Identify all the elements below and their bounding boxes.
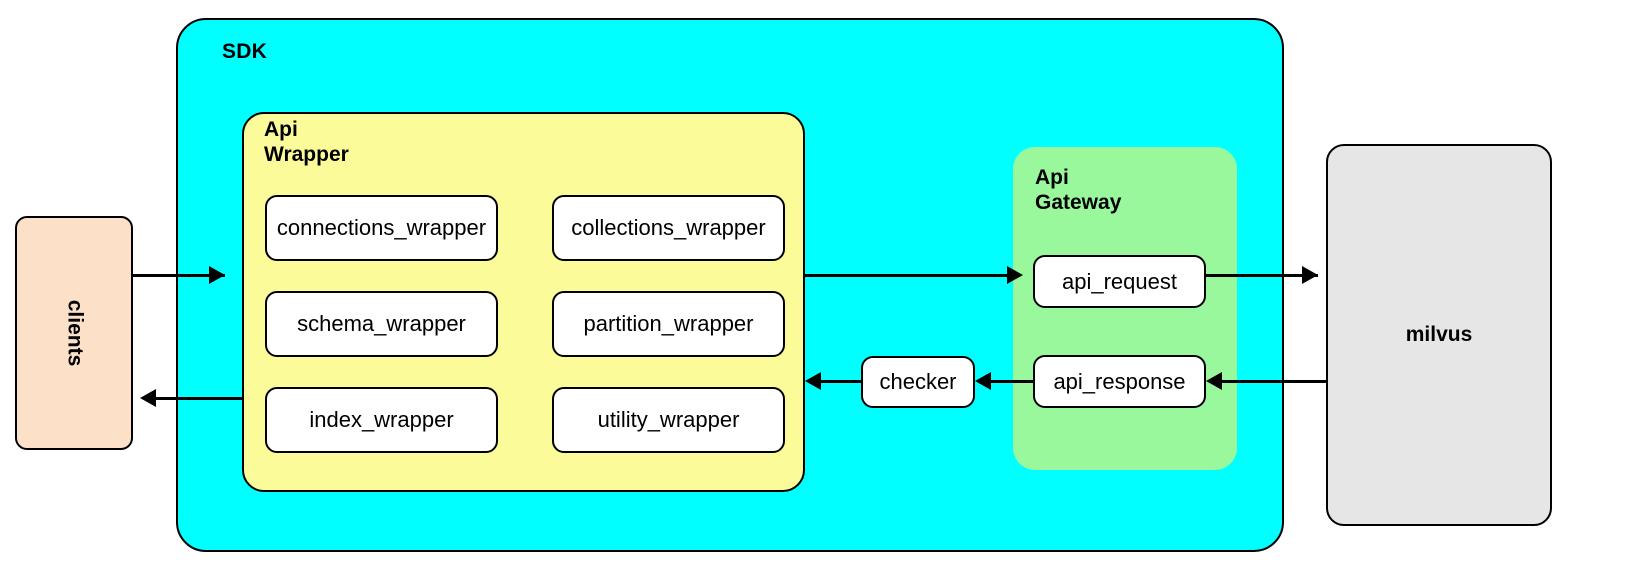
milvus-label: milvus: [1405, 323, 1473, 346]
clients-label: clients: [63, 299, 86, 367]
module-label: utility_wrapper: [597, 407, 740, 432]
checker-node[interactable]: checker: [861, 356, 975, 408]
module-api-request[interactable]: api_request: [1033, 255, 1206, 308]
clients-node[interactable]: clients: [15, 216, 133, 450]
edge-api-wrapper-to-api-request: [805, 274, 1017, 277]
module-label: partition_wrapper: [583, 311, 754, 336]
module-schema-wrapper[interactable]: schema_wrapper: [265, 291, 498, 357]
module-label: connections_wrapper: [276, 215, 487, 240]
arrowhead-left-icon: [1206, 372, 1222, 390]
edge-milvus-to-api-response: [1218, 380, 1326, 383]
edge-clients-to-api-wrapper: [133, 274, 225, 277]
module-partition-wrapper[interactable]: partition_wrapper: [552, 291, 785, 357]
edge-api-response-to-checker: [990, 380, 1034, 383]
arrowhead-right-icon: [209, 266, 225, 284]
module-label: api_response: [1053, 368, 1186, 394]
edge-api-wrapper-to-clients: [155, 397, 243, 400]
checker-label: checker: [879, 369, 957, 394]
module-label: collections_wrapper: [571, 215, 766, 240]
sdk-label: SDK: [222, 40, 267, 63]
arrowhead-left-icon: [975, 372, 991, 390]
api-gateway-container[interactable]: [1013, 147, 1237, 470]
arrowhead-left-icon: [805, 372, 821, 390]
edge-checker-to-api-wrapper: [820, 380, 862, 383]
module-utility-wrapper[interactable]: utility_wrapper: [552, 387, 785, 453]
module-label: schema_wrapper: [297, 311, 466, 336]
module-connections-wrapper[interactable]: connections_wrapper: [265, 195, 498, 261]
module-index-wrapper[interactable]: index_wrapper: [265, 387, 498, 453]
module-label: index_wrapper: [309, 407, 454, 432]
api-gateway-label: Api Gateway: [1035, 166, 1122, 215]
arrowhead-right-icon: [1302, 266, 1318, 284]
arrowhead-left-icon: [140, 389, 156, 407]
api-wrapper-label: Api Wrapper: [264, 118, 349, 167]
arrowhead-right-icon: [1007, 266, 1023, 284]
module-collections-wrapper[interactable]: collections_wrapper: [552, 195, 785, 261]
milvus-node[interactable]: milvus: [1326, 144, 1552, 526]
module-api-response[interactable]: api_response: [1033, 355, 1206, 408]
edge-api-request-to-milvus: [1206, 274, 1318, 277]
module-label: api_request: [1062, 268, 1177, 294]
